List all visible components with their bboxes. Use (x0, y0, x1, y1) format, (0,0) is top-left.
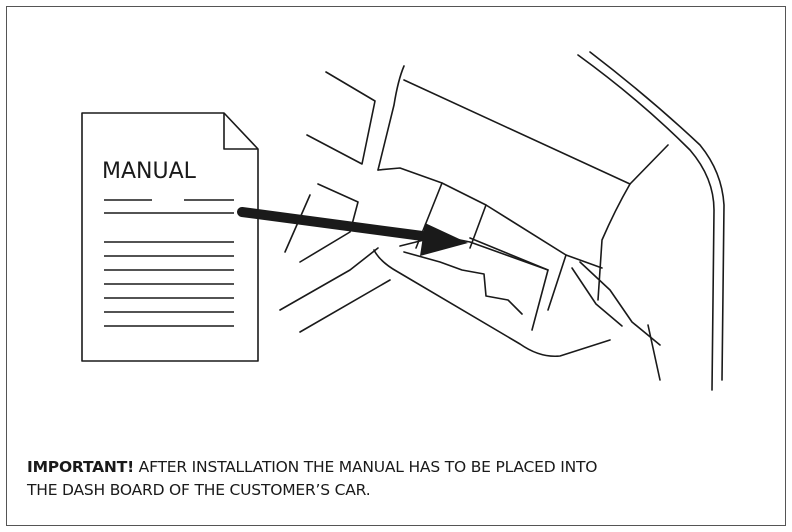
important-notice: IMPORTANT! AFTER INSTALLATION THE MANUAL… (27, 456, 747, 502)
manual-page-fold (223, 113, 258, 150)
dashboard-lineart (279, 51, 725, 391)
manual-title: MANUAL (102, 159, 197, 184)
manual-page-outline (81, 112, 259, 362)
manual-document-icon (81, 112, 259, 362)
important-label: IMPORTANT! (27, 458, 134, 476)
manual-text-lines (104, 199, 234, 327)
placement-arrow (237, 207, 468, 256)
notice-line-1: AFTER INSTALLATION THE MANUAL HAS TO BE … (133, 458, 598, 476)
arrow-head-icon (420, 223, 468, 256)
notice-line-2: THE DASH BOARD OF THE CUSTOMER’S CAR. (27, 481, 371, 499)
